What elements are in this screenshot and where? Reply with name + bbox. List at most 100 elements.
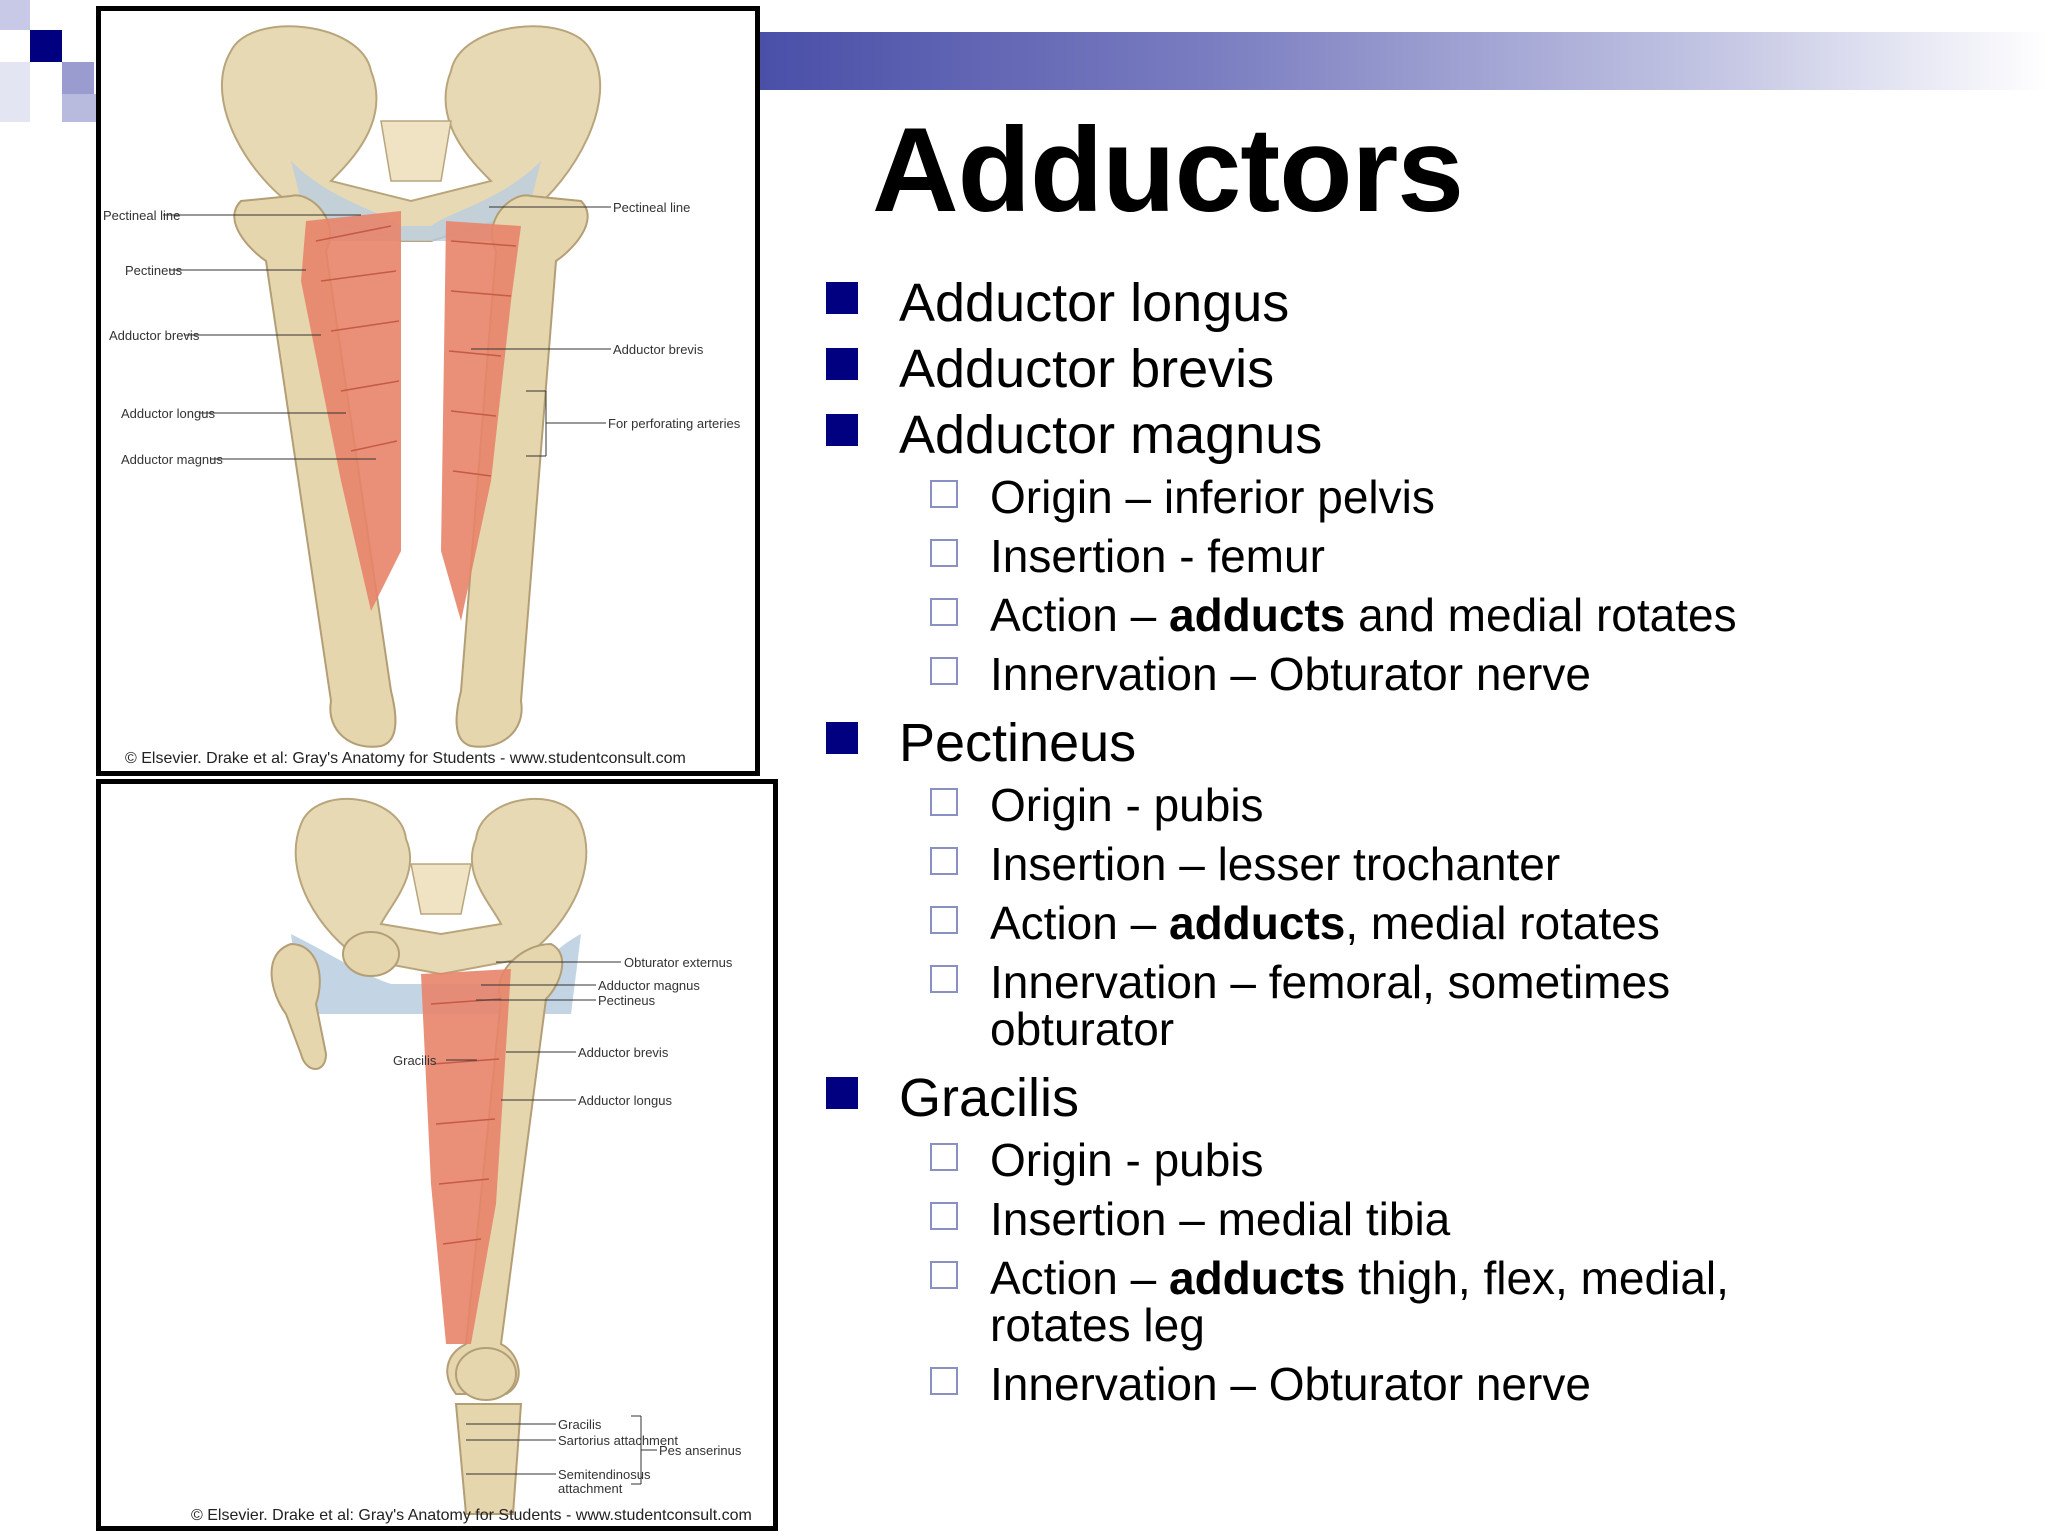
hollow-square-icon (930, 1261, 958, 1289)
figure-bottom-panel: Obturator externus Adductor magnus Pecti… (96, 779, 778, 1531)
deco-square (0, 0, 30, 30)
adductor-muscles-right (441, 221, 521, 621)
adductor-muscles-left (301, 211, 401, 611)
text-part: Action – (990, 589, 1169, 641)
sub-bullet-item: Insertion - femur (826, 533, 2026, 580)
text-part: Action – (990, 1252, 1169, 1304)
sub-bullet-text: Innervation – Obturator nerve (990, 648, 1591, 700)
hollow-square-icon (930, 1143, 958, 1171)
sub-bullet-text-continued: rotates leg (990, 1299, 1205, 1351)
header-gradient-bar (760, 32, 2048, 90)
sub-bullet-text: Origin - pubis (990, 779, 1264, 831)
deco-square (30, 30, 62, 62)
sub-bullet-text: Insertion – lesser trochanter (990, 838, 1561, 890)
sub-bullet-item: Innervation – Obturator nerve (826, 651, 2026, 698)
label-adductor-brevis-left: Adductor brevis (109, 328, 200, 343)
bold-text: adducts (1169, 1252, 1346, 1304)
deco-square (62, 94, 98, 122)
sub-bullet-item: Insertion – lesser trochanter (826, 841, 2026, 888)
sub-bullet-item: Innervation – Obturator nerve (826, 1361, 2026, 1408)
sub-bullet-item: Origin - pubis (826, 782, 2026, 829)
hollow-square-icon (930, 1367, 958, 1395)
hollow-square-icon (930, 657, 958, 685)
femur-left-stub (270, 942, 328, 1070)
sub-bullet-text: Insertion - femur (990, 530, 1325, 582)
sub-bullet-text: Origin - pubis (990, 1134, 1264, 1186)
figure-top-panel: Pectineal line Pectineal line Pectineus … (96, 6, 760, 776)
bullet-square-icon (826, 722, 858, 754)
bullet-square-icon (826, 1077, 858, 1109)
deco-square (0, 62, 30, 122)
bullet-text: Pectineus (899, 713, 1137, 773)
sub-bullet-text: Innervation – femoral, sometimes (990, 956, 1671, 1008)
bullet-text: Adductor brevis (899, 339, 1275, 399)
sub-bullet-item: Action – adducts and medial rotates (826, 592, 2026, 639)
slide-title: Adductors (872, 103, 1464, 237)
thigh-adductor-illustration: Obturator externus Adductor magnus Pecti… (191, 797, 752, 1524)
label-semitendinosus: Semitendinosus (558, 1467, 651, 1482)
hollow-square-icon (930, 539, 958, 567)
sub-bullet-text: Innervation – Obturator nerve (990, 1358, 1591, 1410)
label-gracilis-top: Gracilis (393, 1053, 437, 1068)
bullet-item: Adductor longus (826, 270, 2026, 336)
bullet-text: Gracilis (899, 1068, 1080, 1128)
label-perforating-arteries: For perforating arteries (608, 416, 741, 431)
bold-text: adducts (1169, 897, 1346, 949)
hollow-square-icon (930, 1202, 958, 1230)
label-pectineus: Pectineus (125, 263, 183, 278)
label-semitendinosus-attachment: attachment (558, 1481, 623, 1496)
sub-bullet-item: Origin – inferior pelvis (826, 474, 2026, 521)
label-adductor-longus: Adductor longus (578, 1093, 672, 1108)
bullet-item: Gracilis (826, 1065, 2026, 1131)
bullet-square-icon (826, 282, 858, 314)
bullet-item: Adductor brevis (826, 336, 2026, 402)
hollow-square-icon (930, 847, 958, 875)
text-part: Action – (990, 897, 1169, 949)
hollow-square-icon (930, 788, 958, 816)
tibia (454, 1403, 523, 1515)
figure-credit: © Elsevier. Drake et al: Gray's Anatomy … (125, 750, 686, 767)
figure-credit: © Elsevier. Drake et al: Gray's Anatomy … (191, 1507, 752, 1524)
hollow-square-icon (930, 906, 958, 934)
sub-bullet-item: Origin - pubis (826, 1137, 2026, 1184)
bullet-square-icon (826, 414, 858, 446)
label-obturator-externus: Obturator externus (624, 955, 733, 970)
bold-text: adducts (1169, 589, 1346, 641)
bullet-text: Adductor magnus (899, 405, 1323, 465)
sub-bullet-item: Action – adducts, medial rotates (826, 900, 2026, 947)
label-adductor-longus: Adductor longus (121, 406, 215, 421)
text-part: thigh, flex, medial, (1345, 1252, 1729, 1304)
label-pectineal-line-right: Pectineal line (613, 200, 690, 215)
deco-square (62, 62, 94, 94)
label-adductor-brevis: Adductor brevis (578, 1045, 669, 1060)
hollow-square-icon (930, 965, 958, 993)
text-part: , medial rotates (1345, 897, 1660, 949)
sub-bullet-text: Action – adducts, medial rotates (990, 897, 1660, 949)
label-adductor-magnus: Adductor magnus (598, 978, 700, 993)
bullet-text: Adductor longus (899, 273, 1290, 333)
label-pectineal-line-left: Pectineal line (103, 208, 180, 223)
sub-bullet-item: Innervation – femoral, sometimes obturat… (826, 959, 2026, 1053)
sub-bullet-item: Action – adducts thigh, flex, medial, ro… (826, 1255, 2026, 1349)
label-pectineus: Pectineus (598, 993, 656, 1008)
sub-bullet-text: Insertion – medial tibia (990, 1193, 1451, 1245)
sub-bullet-item: Insertion – medial tibia (826, 1196, 2026, 1243)
bullet-list: Adductor longus Adductor brevis Adductor… (826, 270, 2026, 1420)
hollow-square-icon (930, 598, 958, 626)
sub-bullet-text: Action – adducts thigh, flex, medial, (990, 1252, 1729, 1304)
sub-bullet-text: Origin – inferior pelvis (990, 471, 1435, 523)
thigh-anterior-illustration: Pectineal line Pectineal line Pectineus … (103, 25, 741, 767)
label-pes-anserinus: Pes anserinus (659, 1443, 742, 1458)
label-adductor-magnus: Adductor magnus (121, 452, 223, 467)
sub-bullet-text: Action – adducts and medial rotates (990, 589, 1737, 641)
bullet-item: Adductor magnus (826, 402, 2026, 468)
label-gracilis-bottom: Gracilis (558, 1417, 602, 1432)
label-sartorius-attachment: Sartorius attachment (558, 1433, 678, 1448)
sub-bullet-text-continued: obturator (990, 1003, 1175, 1055)
femur-right (455, 194, 589, 748)
text-part: and medial rotates (1345, 589, 1737, 641)
bullet-square-icon (826, 348, 858, 380)
label-adductor-brevis-right: Adductor brevis (613, 342, 704, 357)
hollow-square-icon (930, 480, 958, 508)
bullet-item: Pectineus (826, 710, 2026, 776)
